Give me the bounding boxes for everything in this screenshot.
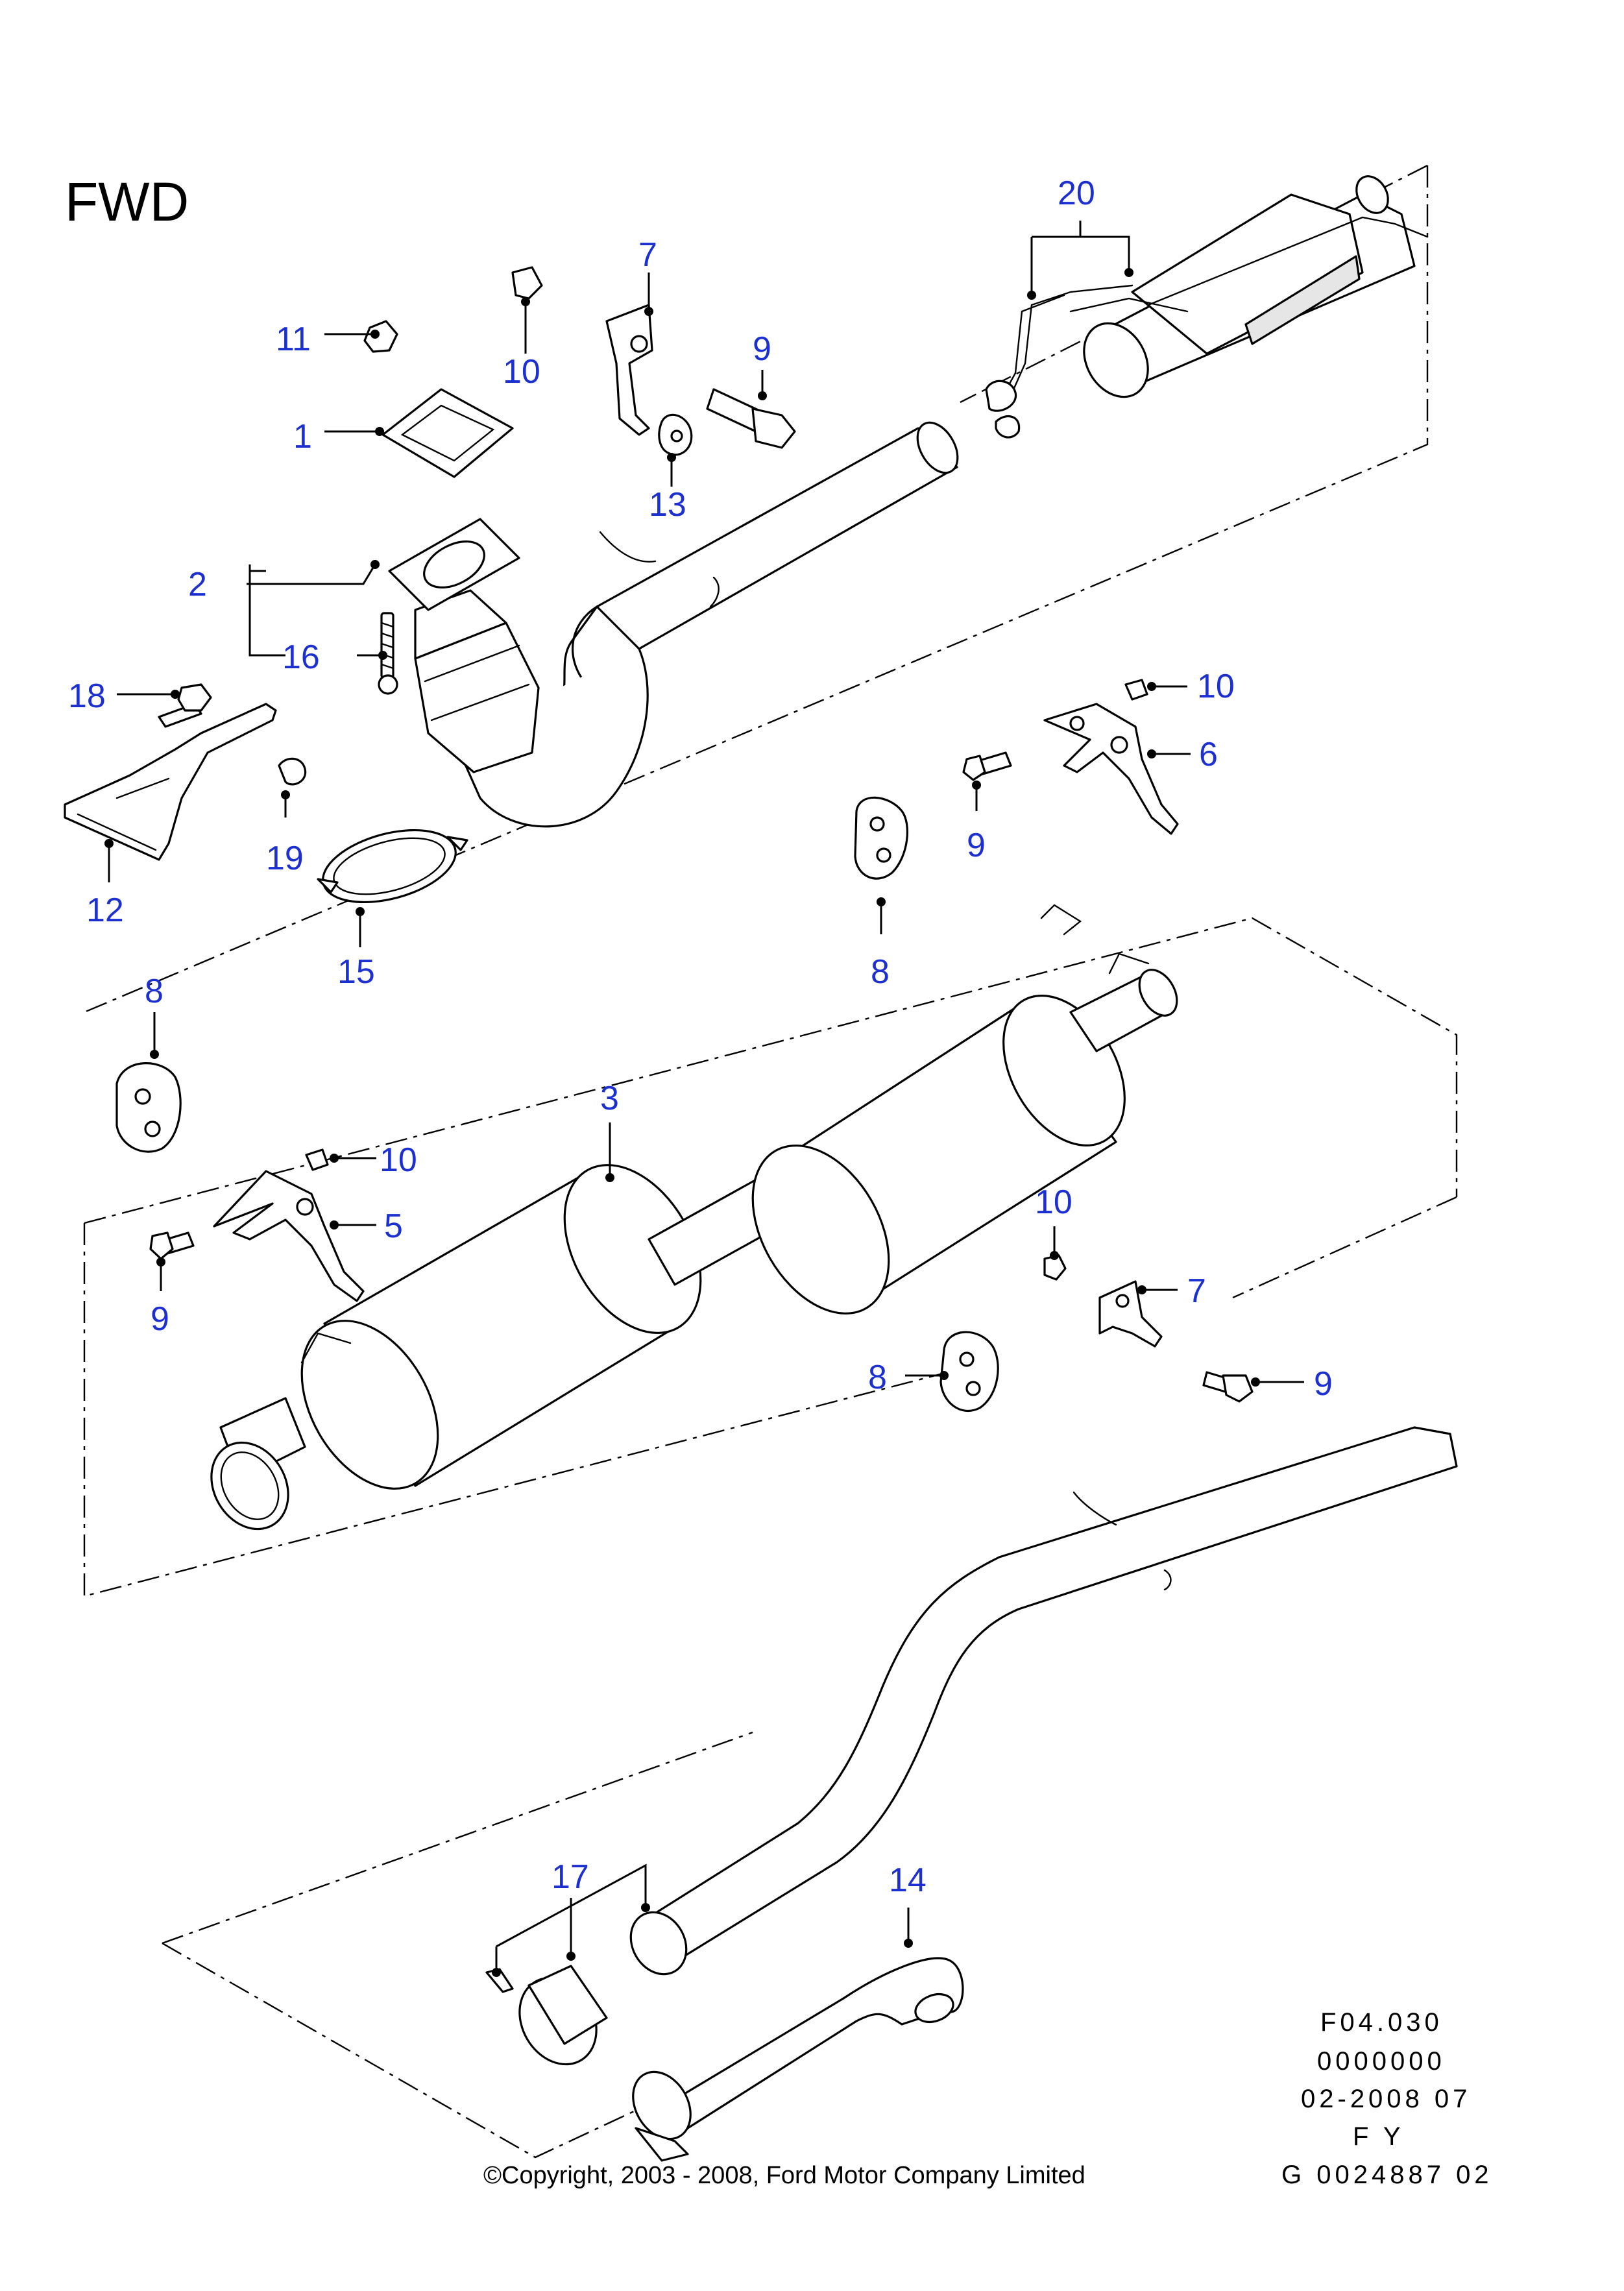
clamp-part-17 bbox=[485, 1965, 608, 2066]
part-label-12: 12 bbox=[86, 891, 124, 929]
part-label-20: 20 bbox=[1058, 175, 1095, 212]
part-label-10-left: 10 bbox=[380, 1141, 417, 1179]
reference-block: F04.030 0000000 02-2008 07 F Y G 0024887… bbox=[1281, 2008, 1493, 2189]
part-label-14: 14 bbox=[889, 1861, 927, 1899]
part-label-7-upper: 7 bbox=[638, 236, 657, 274]
part-number-labels: 11 1 2 16 7 10 9 13 20 18 19 12 15 10 6 … bbox=[68, 175, 1333, 1899]
part-label-17: 17 bbox=[551, 1858, 589, 1896]
part-label-10-upper: 10 bbox=[503, 353, 540, 391]
reference-code-line-5: G 0024887 02 bbox=[1281, 2161, 1493, 2189]
reference-code-line-2: 0000000 bbox=[1317, 2047, 1446, 2076]
clamp-ring-part-15 bbox=[317, 829, 468, 904]
part-label-8-upper: 8 bbox=[871, 953, 890, 991]
part-label-2: 2 bbox=[188, 566, 207, 603]
bracket-part-7-lower bbox=[1043, 1254, 1254, 1403]
part-label-13: 13 bbox=[649, 486, 686, 524]
front-pipe-catalytic-converter bbox=[388, 421, 959, 828]
center-muffler bbox=[210, 904, 1178, 1531]
particulate-filter bbox=[985, 175, 1429, 439]
part-label-9-upper: 9 bbox=[753, 330, 771, 368]
nut-part-10-upper bbox=[511, 266, 543, 300]
bracket-part-7-upper bbox=[605, 304, 653, 436]
reference-code-line-3: 02-2008 07 bbox=[1301, 2085, 1471, 2113]
insulator-part-13 bbox=[658, 413, 693, 456]
part-label-15: 15 bbox=[337, 953, 375, 991]
part-label-9-left: 9 bbox=[151, 1300, 169, 1338]
part-label-9-right: 9 bbox=[967, 827, 986, 864]
flange-gasket bbox=[382, 388, 514, 478]
nut-part-11 bbox=[363, 320, 398, 353]
bolt-part-9-upper bbox=[706, 388, 796, 449]
insulator-part-8-left bbox=[115, 1062, 182, 1153]
bracket-part-5 bbox=[149, 1148, 365, 1302]
reference-code-line-4: F Y bbox=[1353, 2122, 1405, 2151]
part-label-9-lower: 9 bbox=[1314, 1365, 1333, 1403]
part-label-8-lower: 8 bbox=[868, 1359, 887, 1396]
insulator-part-8-lower bbox=[939, 1331, 999, 1412]
reference-code-line-1: F04.030 bbox=[1320, 2008, 1443, 2037]
part-label-1: 1 bbox=[293, 418, 312, 455]
diagram-title: FWD bbox=[65, 171, 189, 232]
insulator-part-8-upper bbox=[854, 796, 909, 880]
part-label-8-left: 8 bbox=[145, 973, 164, 1010]
part-label-11: 11 bbox=[276, 321, 311, 358]
part-label-16: 16 bbox=[282, 638, 320, 676]
part-label-5: 5 bbox=[384, 1207, 403, 1245]
bracket-part-6 bbox=[962, 679, 1179, 835]
rear-pipe bbox=[629, 1426, 1458, 1976]
part-label-10-lower: 10 bbox=[1035, 1183, 1073, 1221]
tail-pipe-part-14 bbox=[632, 1957, 964, 2162]
part-label-19: 19 bbox=[266, 840, 304, 877]
part-label-7-lower: 7 bbox=[1187, 1272, 1206, 1310]
part-label-3: 3 bbox=[600, 1080, 619, 1117]
bracket-part-12 bbox=[64, 683, 307, 861]
copyright-notice: ©Copyright, 2003 - 2008, Ford Motor Comp… bbox=[483, 2162, 1085, 2189]
callout-leaders bbox=[104, 221, 1304, 1977]
stud-bolt bbox=[378, 612, 398, 695]
part-label-18: 18 bbox=[68, 677, 106, 715]
part-label-6: 6 bbox=[1199, 736, 1218, 773]
part-label-10-right: 10 bbox=[1197, 668, 1235, 705]
